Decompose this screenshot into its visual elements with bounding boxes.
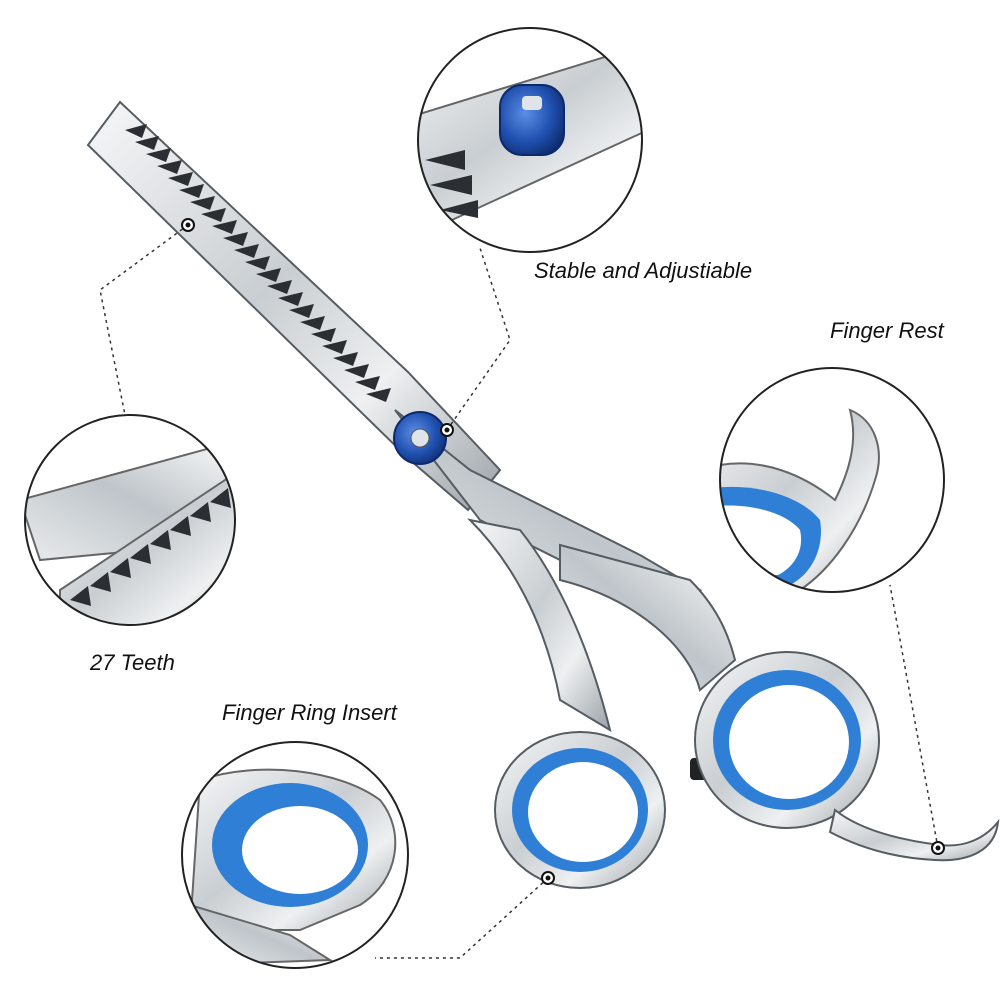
left-shank (466, 518, 612, 733)
label-teeth: 27 Teeth (90, 650, 175, 675)
pivot-screw (393, 411, 447, 465)
callout-teeth (24, 414, 236, 626)
callout-ring-insert (181, 741, 409, 969)
right-finger-ring (694, 651, 880, 829)
leader-lines (99, 224, 939, 959)
label-adjustable: Stable and Adjustiable (534, 258, 753, 283)
leader-teeth (99, 224, 189, 416)
callout-finger-rest (719, 367, 945, 593)
left-finger-ring (494, 731, 666, 889)
anchor-dots (181, 218, 945, 885)
leader-ring-insert (375, 877, 549, 959)
finger-rest-tang (828, 808, 1000, 862)
label-ring-insert: Finger Ring Insert (222, 700, 397, 725)
toothed-blade (86, 100, 502, 512)
thinning-scissors (86, 100, 1000, 889)
leader-finger-rest (889, 584, 939, 849)
blade-teeth (125, 124, 391, 402)
leader-adjustable (446, 247, 511, 431)
callout-adjustable-screw (417, 27, 643, 253)
label-finger-rest: Finger Rest (830, 318, 944, 343)
right-shank (559, 543, 737, 692)
